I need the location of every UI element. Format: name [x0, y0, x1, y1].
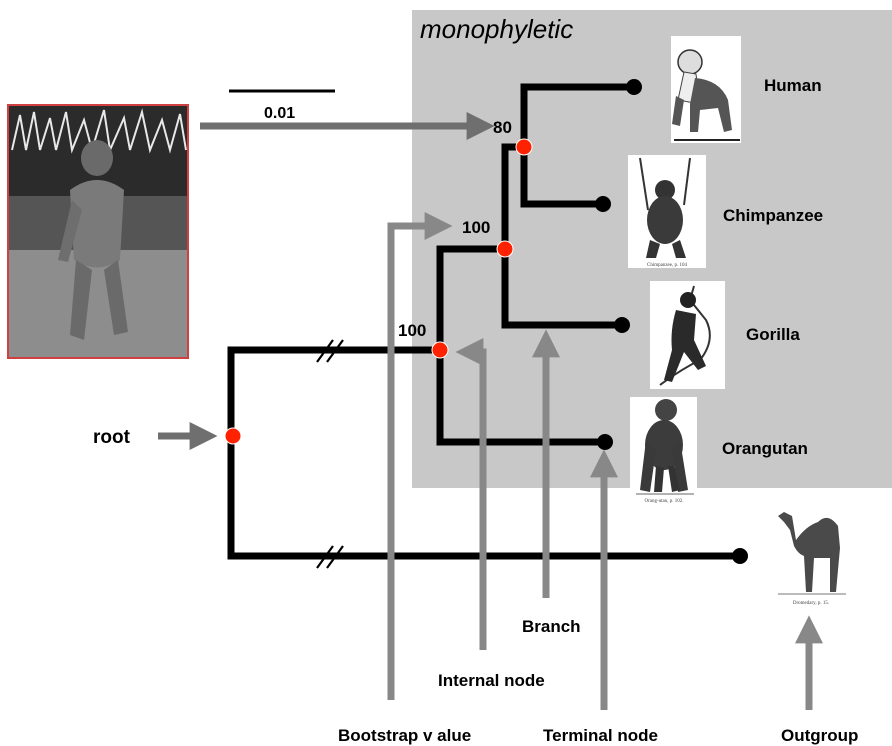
gorilla-photo: [8, 105, 188, 358]
taxon-label-chimpanzee: Chimpanzee: [723, 206, 823, 225]
scale-bar-label: 0.01: [264, 105, 295, 122]
annotation-outgroup: Outgroup: [781, 726, 858, 745]
bootstrap-value-100-lower: 100: [398, 321, 426, 340]
terminal-node-gorilla: [614, 317, 630, 333]
taxon-label-orangutan: Orangutan: [722, 439, 808, 458]
terminal-node-orangutan: [597, 434, 613, 450]
orangutan-illustration: Orang-utan, p. 102.: [630, 397, 697, 504]
annotation-terminal-node: Terminal node: [543, 726, 658, 745]
taxon-label-human: Human: [764, 76, 822, 95]
bootstrap-value-100-upper: 100: [462, 218, 490, 237]
orangutan-caption: Orang-utan, p. 102.: [644, 499, 683, 504]
camel-caption: Dromedary, p. 15.: [793, 601, 829, 606]
internal-node-human-chimp: [516, 139, 532, 155]
terminal-node-human: [626, 79, 642, 95]
branch-break-marks: [317, 340, 343, 568]
human-illustration: [671, 36, 741, 143]
internal-node-african-apes: [497, 241, 513, 257]
annotation-internal-node: Internal node: [438, 671, 545, 690]
chimpanzee-illustration: Chimpanzee, p. 104: [628, 155, 706, 268]
annotation-bootstrap-value: Bootstrap v alue: [338, 726, 471, 745]
root-node: [225, 428, 241, 444]
gorilla-illustration: [650, 281, 725, 389]
terminal-node-outgroup: [732, 548, 748, 564]
annotation-branch: Branch: [522, 617, 581, 636]
taxon-label-gorilla: Gorilla: [746, 325, 800, 344]
root-label: root: [93, 427, 131, 448]
camel-illustration: Dromedary, p. 15.: [772, 506, 850, 610]
bootstrap-value-80: 80: [493, 118, 512, 137]
group-label: monophyletic: [420, 14, 573, 44]
chimpanzee-caption: Chimpanzee, p. 104: [647, 263, 687, 268]
terminal-node-chimpanzee: [595, 196, 611, 212]
internal-node-great-apes: [432, 342, 448, 358]
